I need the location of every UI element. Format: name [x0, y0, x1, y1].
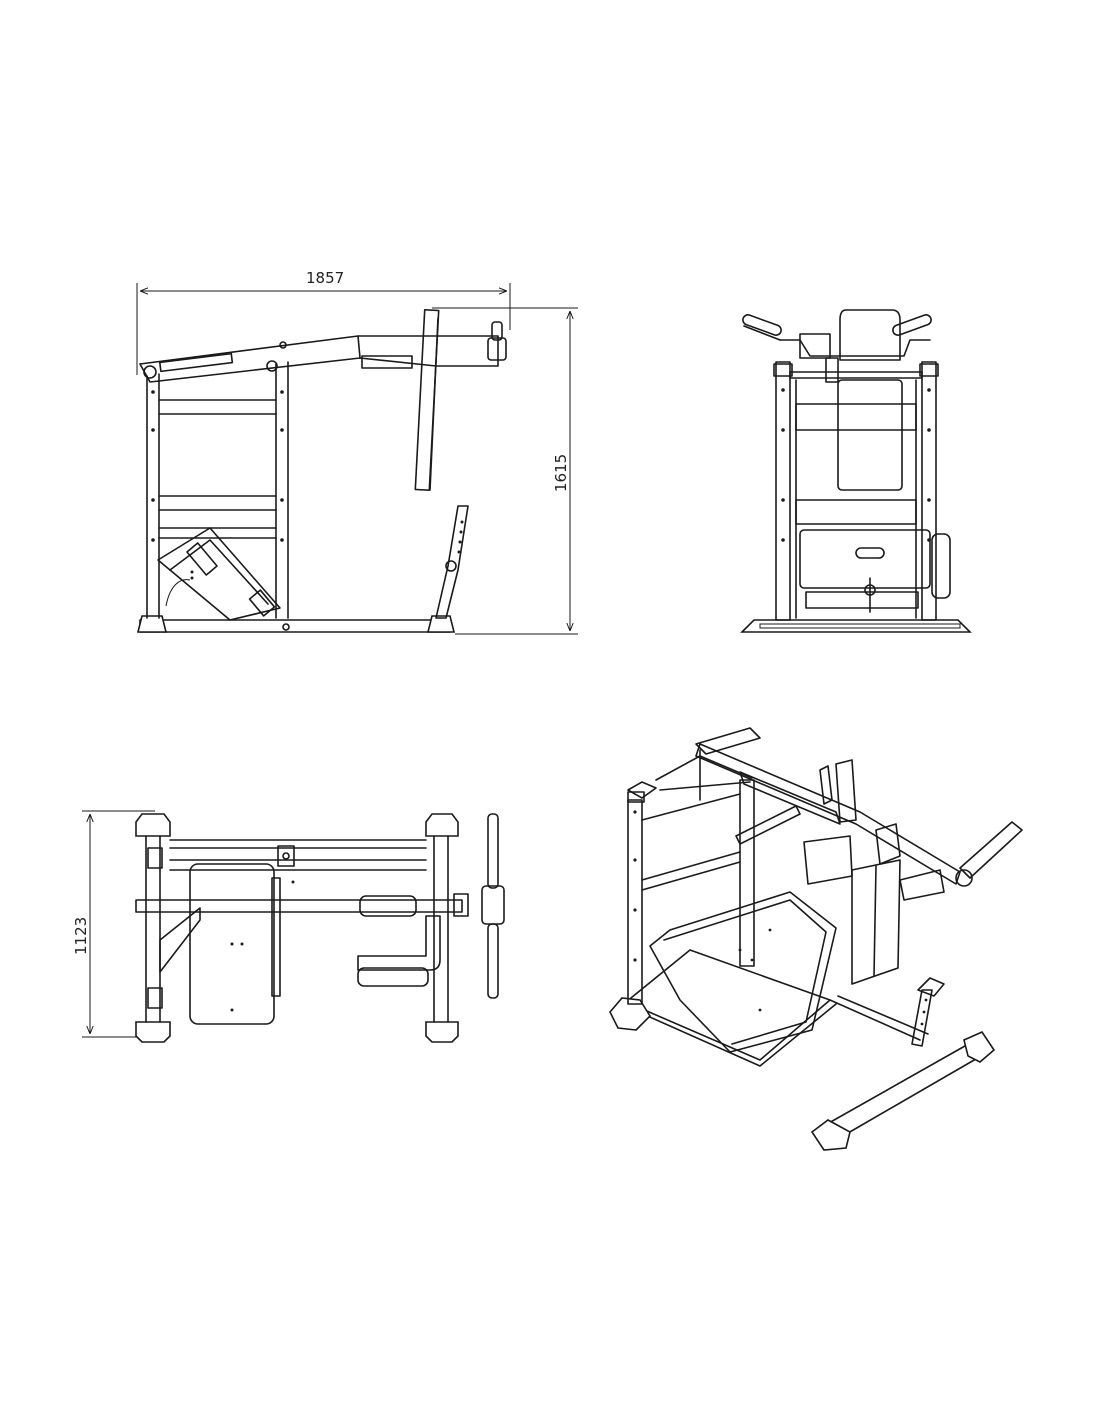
foot-plate — [157, 527, 281, 621]
iso-lever-beam — [695, 743, 961, 885]
weight-horn — [487, 337, 507, 361]
iso-base — [625, 949, 831, 1061]
width-label: 1123 — [72, 917, 90, 955]
height-label: 1615 — [552, 454, 570, 492]
front-view — [740, 309, 972, 633]
length-label: 1857 — [306, 269, 344, 287]
foot-pad — [136, 615, 168, 633]
iso-foot — [609, 997, 652, 1031]
iso-handle — [959, 821, 1023, 879]
back-pad — [837, 379, 903, 491]
isometric-view — [609, 727, 1023, 1151]
handle-left — [742, 314, 782, 336]
handle-right — [892, 314, 932, 336]
adjust-post — [435, 505, 469, 619]
top-view: 1123 — [72, 810, 505, 1043]
corner-pad — [425, 1021, 459, 1043]
corner-pad — [135, 1021, 171, 1043]
top-foot-plate — [189, 863, 275, 1025]
top-handle-lower — [487, 923, 499, 999]
height-dimension: 1615 — [432, 307, 578, 635]
pivot-icon — [143, 365, 157, 379]
iso-foot-plate — [649, 891, 837, 1053]
top-lever-bar — [135, 899, 463, 913]
side-view: 1857 1615 — [136, 269, 578, 635]
corner-pad — [425, 813, 459, 837]
iso-shoulder-pad — [803, 835, 853, 885]
front-base — [740, 619, 972, 633]
corner-pad — [135, 813, 171, 837]
lever-arm — [139, 335, 499, 383]
iso-stabiliser — [819, 1041, 989, 1141]
length-dimension: 1857 — [136, 269, 511, 375]
top-shoulder-pad — [357, 967, 429, 987]
base-rail — [139, 619, 451, 633]
width-dimension: 1123 — [72, 810, 155, 1038]
top-handle-upper — [487, 813, 499, 889]
shoulder-pad — [414, 308, 440, 492]
foot-pad — [426, 615, 456, 633]
headrest-pad — [839, 309, 901, 361]
